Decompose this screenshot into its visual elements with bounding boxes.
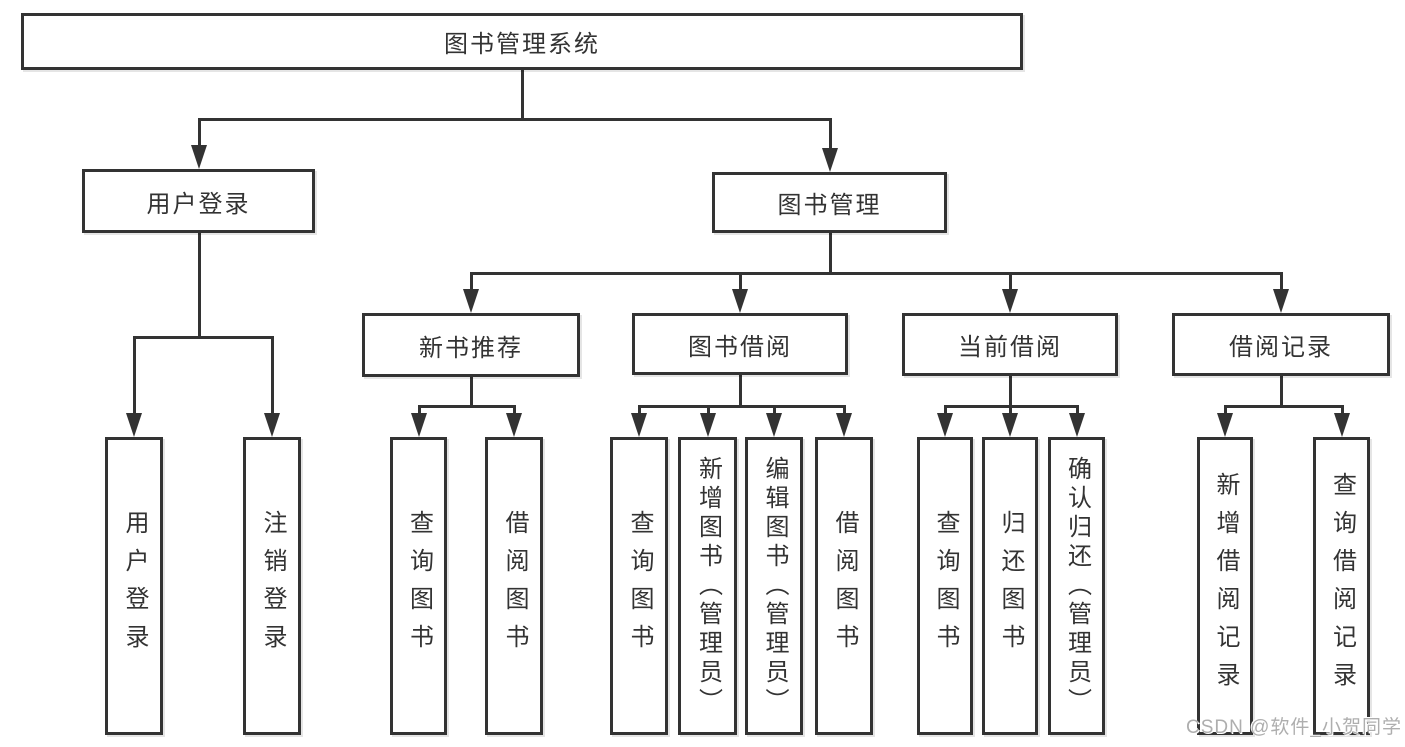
connector-drop-book-borrow	[738, 272, 742, 293]
arrowhead-icon-br-query-record	[1334, 413, 1350, 437]
arrowhead-icon-nb-query-books	[411, 413, 427, 437]
connector-bar-user-login	[132, 336, 274, 339]
connector-bar-borrow-records	[1223, 405, 1344, 408]
arrowhead-icon-nb-borrow-books	[506, 413, 522, 437]
connector-drop-user-login	[197, 118, 201, 149]
node-user-login: 用户登录	[82, 169, 315, 233]
arrowhead-icon-cb-return-books	[1002, 413, 1018, 437]
node-cb-confirm-return: 确认归还（管理员）	[1048, 437, 1105, 735]
node-br-add-record: 新增借阅记录	[1197, 437, 1253, 735]
node-br-query-record: 查询借阅记录	[1313, 437, 1370, 735]
arrowhead-icon-cb-query-books	[937, 413, 953, 437]
node-logout: 注销登录	[243, 437, 301, 735]
connector-drop-cb-query-books	[943, 405, 947, 417]
connector-drop-new-book-recommend	[469, 272, 473, 293]
connector-bar-new-book-recommend	[417, 405, 516, 408]
connector-drop-borrow-records	[1279, 272, 1283, 293]
connector-drop-br-add-record	[1223, 405, 1227, 417]
connector-stem-book-borrow	[738, 375, 742, 408]
connector-drop-bb-add-books	[706, 405, 710, 417]
arrowhead-icon-login	[126, 413, 142, 437]
node-cb-query-books: 查询图书	[917, 437, 973, 735]
connector-drop-bb-borrow-books	[842, 405, 846, 417]
node-bb-borrow-books: 借阅图书	[815, 437, 873, 735]
arrowhead-icon-logout	[264, 413, 280, 437]
connector-drop-nb-borrow-books	[512, 405, 516, 417]
connector-drop-nb-query-books	[417, 405, 421, 417]
connector-drop-br-query-record	[1340, 405, 1344, 417]
node-system: 图书管理系统	[21, 13, 1023, 70]
node-new-book-recommend: 新书推荐	[362, 313, 580, 377]
arrowhead-icon-current-borrow	[1002, 289, 1018, 313]
node-book-management: 图书管理	[712, 172, 947, 233]
node-borrow-records: 借阅记录	[1172, 313, 1390, 376]
connector-drop-login	[132, 336, 136, 417]
arrowhead-icon-br-add-record	[1217, 413, 1233, 437]
connector-drop-current-borrow	[1008, 272, 1012, 293]
arrowhead-icon-bb-add-books	[700, 413, 716, 437]
connector-stem-current-borrow	[1008, 376, 1012, 408]
arrowhead-icon-new-book-recommend	[463, 289, 479, 313]
arrowhead-icon-bb-edit-books	[766, 413, 782, 437]
node-bb-query-books: 查询图书	[610, 437, 668, 735]
connector-bar-system	[197, 118, 832, 121]
arrowhead-icon-bb-borrow-books	[836, 413, 852, 437]
arrowhead-icon-bb-query-books	[631, 413, 647, 437]
arrowhead-icon-cb-confirm-return	[1069, 413, 1085, 437]
connector-drop-cb-return-books	[1008, 405, 1012, 417]
connector-drop-bb-query-books	[637, 405, 641, 417]
arrowhead-icon-user-login	[191, 145, 207, 169]
connector-drop-cb-confirm-return	[1075, 405, 1079, 417]
connector-bar-book-borrow	[637, 405, 846, 408]
connector-bar-book-management	[469, 272, 1283, 275]
connector-stem-book-management	[828, 233, 832, 275]
connector-drop-book-management	[828, 118, 832, 152]
connector-drop-logout	[270, 336, 274, 417]
node-bb-edit-books: 编辑图书（管理员）	[745, 437, 803, 735]
node-cb-return-books: 归还图书	[982, 437, 1038, 735]
node-current-borrow: 当前借阅	[902, 313, 1118, 376]
node-bb-add-books: 新增图书（管理员）	[678, 437, 737, 735]
connector-stem-new-book-recommend	[469, 377, 473, 408]
node-book-borrow: 图书借阅	[632, 313, 848, 375]
connector-stem-user-login	[197, 233, 201, 339]
connector-stem-system	[520, 70, 524, 121]
csdn-watermark: CSDN @软件_小贺同学	[1186, 717, 1402, 738]
node-nb-borrow-books: 借阅图书	[485, 437, 543, 735]
arrowhead-icon-book-management	[822, 148, 838, 172]
arrowhead-icon-borrow-records	[1273, 289, 1289, 313]
node-login: 用户登录	[105, 437, 163, 735]
node-nb-query-books: 查询图书	[390, 437, 447, 735]
connector-stem-borrow-records	[1279, 376, 1283, 408]
arrowhead-icon-book-borrow	[732, 289, 748, 313]
connector-drop-bb-edit-books	[772, 405, 776, 417]
